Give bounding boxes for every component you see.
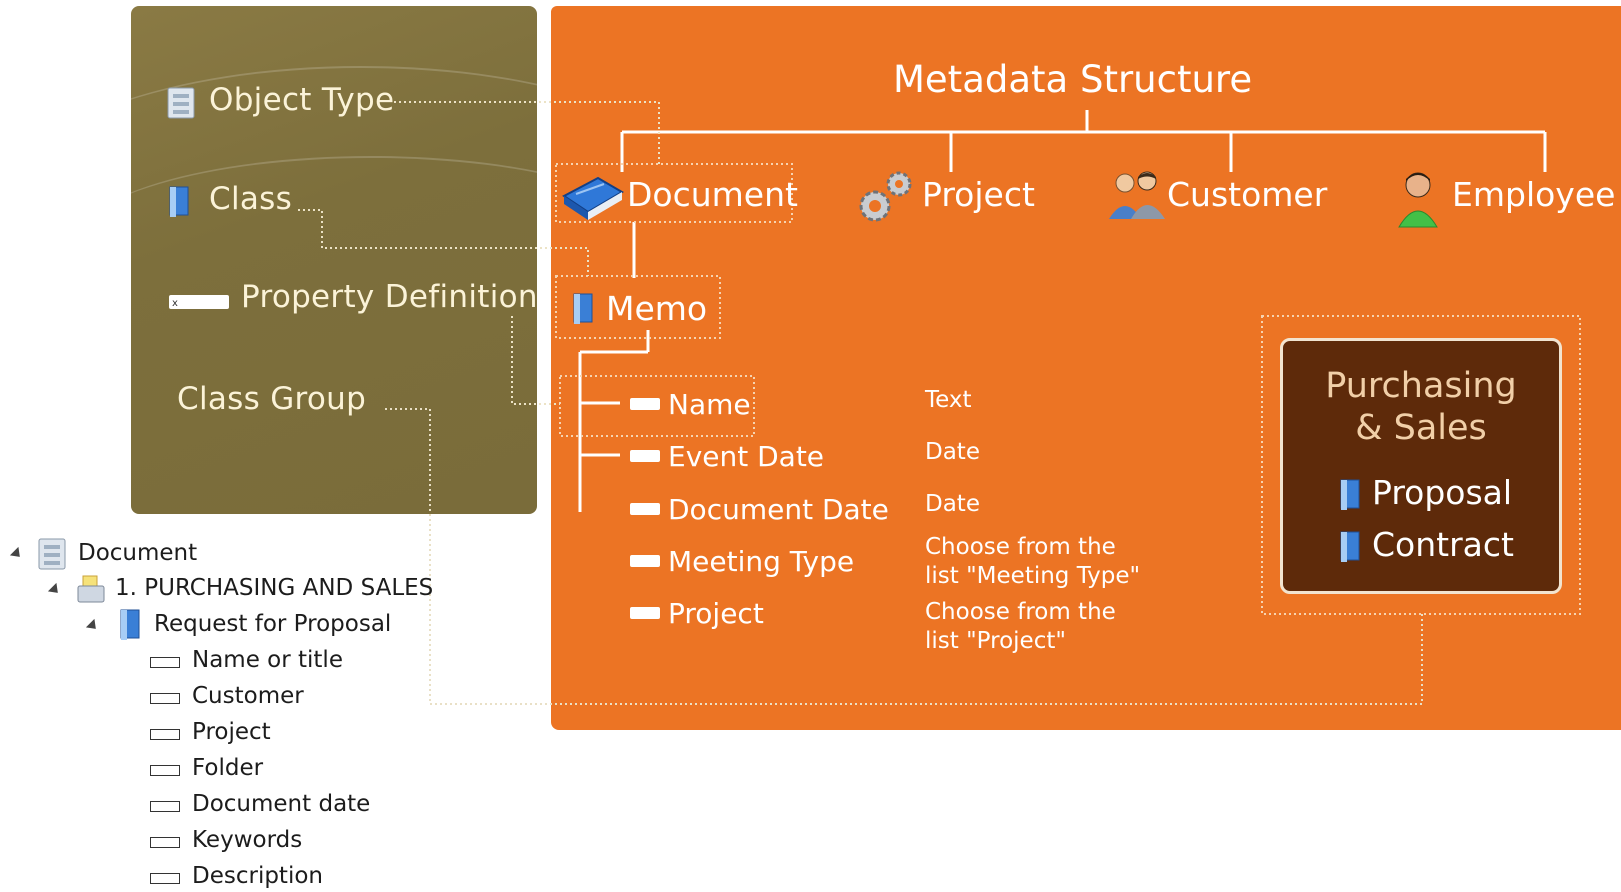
property-icon — [630, 555, 660, 567]
tree-property[interactable]: Name or title — [192, 647, 343, 673]
property-meeting-type: Meeting Type — [668, 545, 855, 578]
class-group-title-line1: Purchasing — [1325, 366, 1517, 406]
class-contract: Contract — [1372, 525, 1514, 564]
class-icon — [1338, 479, 1362, 515]
object-type-icon — [167, 87, 195, 123]
tree-property[interactable]: Project — [192, 719, 271, 745]
legend-class-group: Class Group — [177, 381, 367, 417]
background-swoosh — [131, 66, 537, 328]
property-name: Name — [668, 388, 751, 421]
legend-panel — [131, 6, 537, 514]
object-type-icon — [38, 538, 66, 574]
tree-class[interactable]: Request for Proposal — [154, 611, 392, 637]
property-icon — [630, 607, 660, 619]
tree-property[interactable]: Description — [192, 863, 323, 889]
tree-property[interactable]: Folder — [192, 755, 264, 781]
property-icon — [630, 450, 660, 462]
tree-property[interactable]: Keywords — [192, 827, 303, 853]
property-type-choose-line2: list "Project" — [925, 628, 1066, 654]
legend-class: Class — [209, 181, 293, 217]
legend-property-definition: Property Definition — [241, 279, 538, 315]
tree-property[interactable]: Customer — [192, 683, 304, 709]
background-swoosh — [131, 156, 537, 338]
property-icon: x — [169, 294, 229, 314]
object-type-document: Document — [627, 175, 798, 214]
property-type-date: Date — [925, 491, 980, 517]
class-group-title-line2: & Sales — [1355, 408, 1487, 448]
folder-group-icon — [76, 574, 106, 608]
gears-icon — [853, 168, 917, 234]
property-icon — [150, 801, 180, 812]
class-proposal: Proposal — [1372, 473, 1513, 512]
property-document-date: Document Date — [668, 493, 889, 526]
property-icon — [630, 503, 660, 515]
object-type-project: Project — [922, 175, 1035, 214]
svg-text:x: x — [172, 298, 178, 309]
property-icon — [630, 398, 660, 410]
class-icon — [570, 293, 596, 329]
object-type-employee: Employee — [1452, 175, 1616, 214]
object-type-customer: Customer — [1167, 175, 1328, 214]
property-icon — [150, 873, 180, 884]
class-icon — [1338, 531, 1362, 567]
property-event-date: Event Date — [668, 440, 825, 473]
book-icon — [560, 172, 626, 228]
property-icon — [150, 837, 180, 848]
users-icon — [1105, 169, 1169, 225]
property-icon — [150, 765, 180, 776]
property-type-date: Date — [925, 439, 980, 465]
property-icon — [150, 729, 180, 740]
person-icon — [1395, 167, 1441, 233]
diagram-title: Metadata Structure — [893, 58, 1253, 101]
legend-object-type: Object Type — [209, 82, 395, 118]
tree-class-group[interactable]: 1. PURCHASING AND SALES — [115, 575, 434, 601]
tree-root-document[interactable]: Document — [78, 540, 198, 566]
property-icon — [150, 693, 180, 704]
property-project: Project — [668, 597, 764, 630]
class-icon — [117, 609, 143, 645]
property-icon — [150, 657, 180, 668]
tree-property[interactable]: Document date — [192, 791, 371, 817]
property-type-choose-line1: Choose from the — [925, 534, 1116, 560]
property-type-choose-line2: list "Meeting Type" — [925, 563, 1141, 589]
property-type-text: Text — [925, 387, 972, 413]
class-group-box: Purchasing & Sales — [1280, 338, 1562, 594]
class-memo: Memo — [606, 289, 708, 328]
property-type-choose-line1: Choose from the — [925, 599, 1116, 625]
class-icon — [167, 186, 191, 222]
